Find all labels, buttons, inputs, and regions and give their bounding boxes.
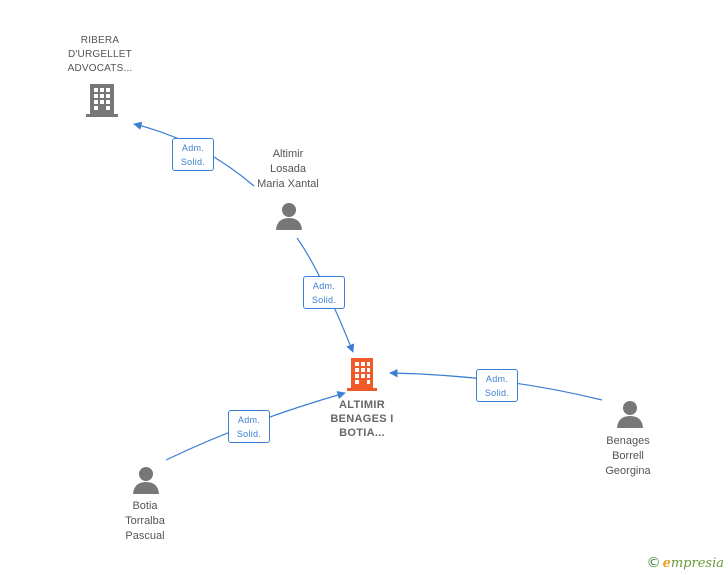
person-icon[interactable] [133, 467, 159, 494]
person-icon[interactable] [276, 203, 302, 230]
building-icon-main[interactable] [347, 358, 377, 391]
relation-badge-benages-main[interactable]: Adm. Solid. [476, 369, 518, 402]
person-icon[interactable] [617, 401, 643, 428]
copyright-icon: © [646, 555, 661, 571]
relation-badge-botia-main[interactable]: Adm. Solid. [228, 410, 270, 443]
company-label-main[interactable]: ALTIMIR BENAGES I BOTIA... [330, 399, 394, 439]
building-icon[interactable] [86, 84, 118, 117]
empresia-logo: ©empresia [646, 555, 724, 571]
person-label-benages[interactable]: Benages Borrell Georgina [605, 435, 651, 477]
person-label-altimir-losada[interactable]: Altimir Losada Maria Xantal [257, 148, 319, 190]
company-label-ribera[interactable]: RIBERA D'URGELLET ADVOCATS... [67, 35, 133, 74]
person-label-botia[interactable]: Botia Torralba Pascual [125, 500, 165, 542]
relation-badge-altimir-ribera[interactable]: Adm. Solid. [172, 138, 214, 171]
relation-badge-altimir-main[interactable]: Adm. Solid. [303, 276, 345, 309]
